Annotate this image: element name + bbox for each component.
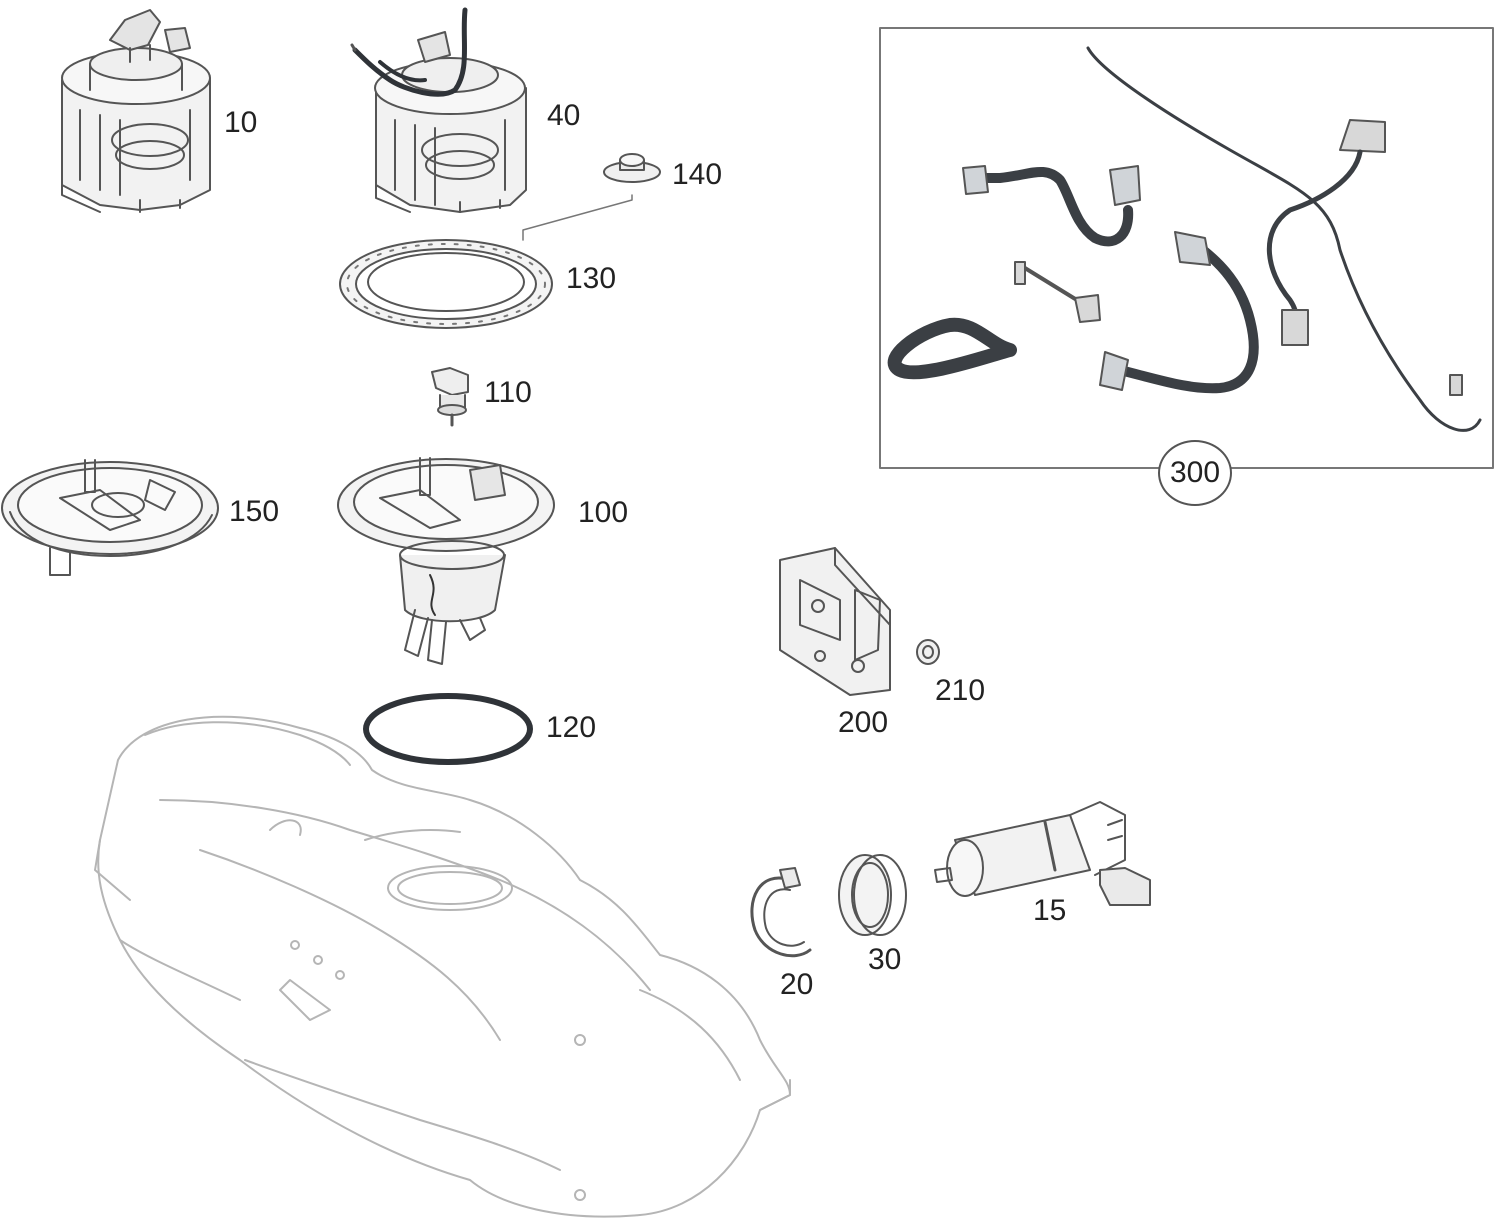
part-label-200: 200 [838, 706, 889, 739]
part-label-100: 100 [578, 496, 629, 529]
part-label-20: 20 [780, 968, 814, 1001]
part-120-oring-drawing [366, 696, 530, 762]
part-label-140: 140 [672, 158, 723, 191]
part-210-nut-drawing [917, 640, 939, 664]
part-130-ring-drawing [340, 240, 552, 328]
part-label-120: 120 [546, 711, 597, 744]
fuel-tank-drawing [95, 717, 790, 1217]
part-label-130: 130 [566, 262, 617, 295]
part-label-300: 300 [1158, 440, 1232, 506]
part-140-nut-drawing [523, 154, 660, 240]
part-label-110: 110 [484, 376, 532, 409]
part-10-pump-module-drawing [62, 10, 210, 212]
part-label-210: 210 [935, 674, 986, 707]
part-30-sleeve-drawing [839, 855, 906, 935]
part-40-pump-module-drawing [352, 10, 526, 212]
part-label-30: 30 [868, 943, 902, 976]
part-150-flange-drawing [2, 460, 218, 575]
part-15-fuel-pump-drawing [935, 802, 1150, 905]
part-label-40: 40 [547, 99, 581, 132]
part-20-clamp-drawing [752, 868, 810, 956]
part-label-10: 10 [224, 106, 258, 139]
part-110-sensor-drawing [432, 368, 468, 425]
part-200-control-unit-drawing [780, 548, 890, 695]
part-300-hose-set-drawing [895, 48, 1480, 430]
part-100-pump-assembly-drawing [338, 458, 554, 664]
part-label-15: 15 [1033, 894, 1067, 927]
part-label-150: 150 [229, 495, 280, 528]
